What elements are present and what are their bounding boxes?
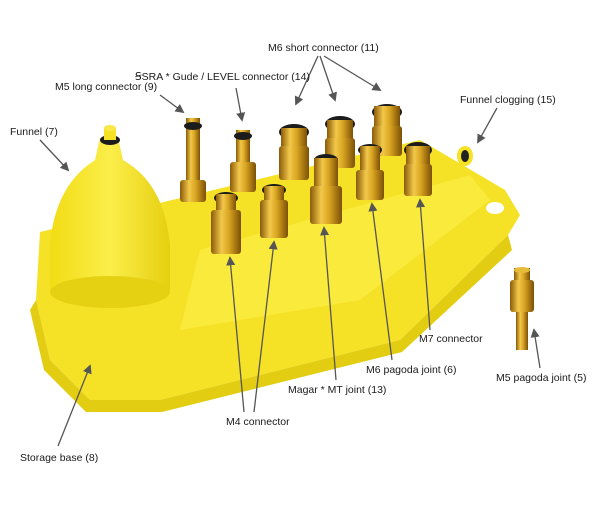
callout-arrows [39, 55, 541, 447]
m5-pagoda-joint-loose [510, 267, 534, 350]
funnel-clog-connector [404, 142, 432, 196]
sram-connector [230, 130, 256, 192]
label-magura-mt-joint: Magar * MT joint (13) [288, 384, 387, 396]
label-m6-short-connector: M6 short connector (11) [268, 42, 379, 54]
m6-short-connector-a [279, 124, 309, 180]
label-m7-connector: M7 connector [419, 333, 483, 345]
magura-mt-joint [310, 154, 342, 224]
label-sram-connector: ꞨSRA * Gude / LEVEL connector (14) [135, 71, 310, 83]
funnel [50, 125, 170, 308]
label-m4-connector: M4 connector [226, 416, 290, 428]
m5-long-connector [180, 118, 206, 202]
hanging-hole [486, 202, 504, 214]
label-funnel-clogging: Funnel clogging (15) [460, 94, 556, 106]
label-funnel: Funnel (7) [10, 126, 58, 138]
m4-connector-a [260, 184, 288, 238]
funnel-clogging-plug [457, 146, 473, 166]
label-m6-pagoda-joint: M6 pagoda joint (6) [366, 364, 457, 376]
label-m5-long-connector: M5 long connector (9) [55, 81, 158, 93]
m4-connector-b [211, 192, 241, 254]
label-storage-base: Storage base (8) [20, 452, 99, 464]
m6-pagoda-joint [356, 144, 384, 200]
label-m5-pagoda-joint: M5 pagoda joint (5) [496, 372, 587, 384]
